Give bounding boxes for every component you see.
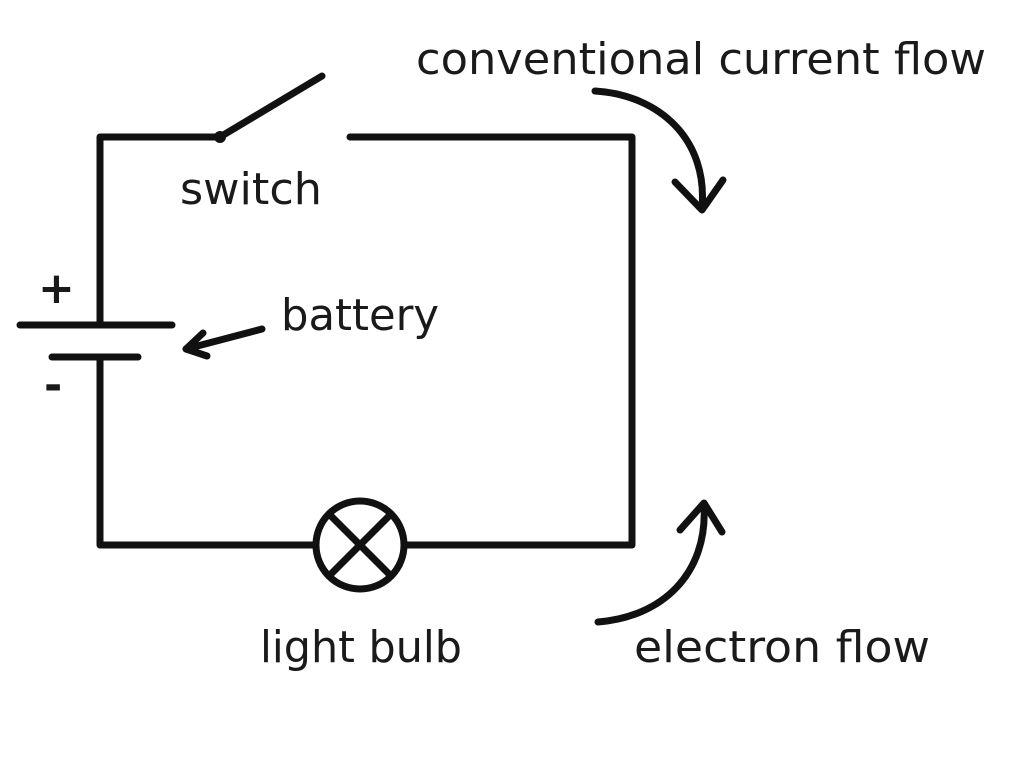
switch-lever (216, 72, 326, 141)
electron-arrow-head (676, 499, 726, 536)
battery-symbol (16, 321, 176, 361)
wire-bottom-left (96, 353, 319, 549)
battery-plus-sign: + (38, 263, 75, 314)
battery-arrow-head (182, 329, 211, 360)
battery-arrow-shaft (182, 325, 266, 353)
light-bulb-label: light bulb (260, 622, 462, 673)
light-bulb-symbol (312, 497, 408, 593)
conventional-current-label: conventional current flow (416, 34, 986, 85)
conventional-arrow-head (671, 176, 727, 214)
switch-label: switch (180, 164, 322, 215)
electron-flow-label: electron flow (634, 622, 930, 673)
battery-label: battery (281, 290, 439, 341)
battery-arrow (182, 325, 266, 360)
switch-symbol (214, 72, 326, 143)
bulb-cross-b (325, 510, 395, 580)
electron-arrow-shaft (594, 501, 708, 626)
circuit-wires (96, 133, 636, 549)
bulb-circle (312, 497, 408, 593)
conventional-current-arrow (591, 87, 727, 214)
electron-flow-arrow (594, 499, 726, 626)
wire-top-right (346, 133, 636, 549)
wire-left-top (96, 133, 222, 329)
conventional-arrow-shaft (591, 87, 706, 212)
battery-minus-sign: - (44, 360, 62, 411)
